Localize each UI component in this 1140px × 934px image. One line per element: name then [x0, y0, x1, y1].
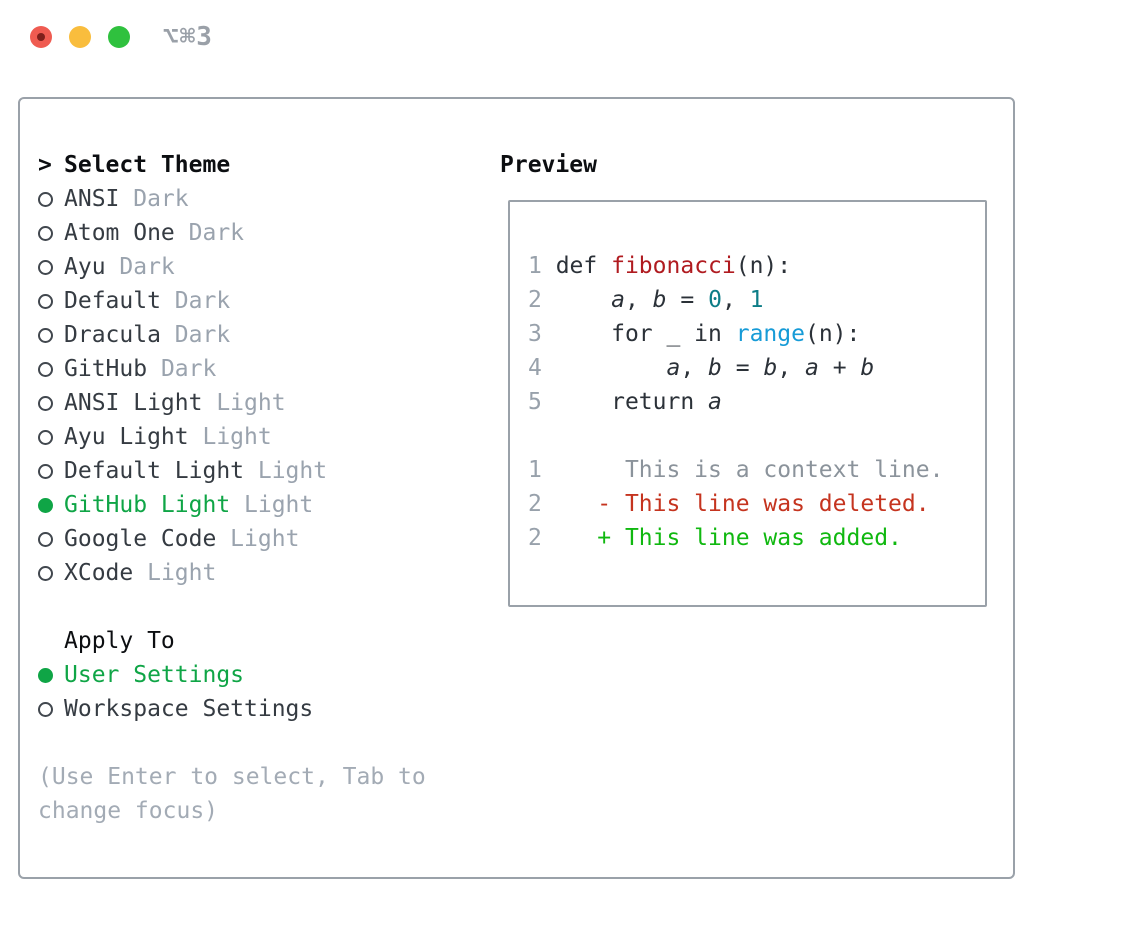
radio-selected-icon	[38, 667, 53, 683]
radio-unselected-icon	[38, 429, 53, 445]
option-label: GitHub Light Light	[64, 492, 314, 518]
theme-option-ayu-light[interactable]: Ayu Light Light	[38, 420, 450, 454]
apply-option-workspace-settings[interactable]: Workspace Settings	[38, 692, 450, 726]
theme-option-ansi[interactable]: ANSI Dark	[38, 182, 450, 216]
option-label: ANSI Dark	[64, 186, 189, 212]
radio-unselected-icon	[38, 395, 53, 411]
radio-unselected-icon	[38, 701, 53, 717]
code-line: 1 def fibonacci(n):	[528, 253, 792, 279]
code-line: 2 - This line was deleted.	[528, 491, 930, 517]
close-button-dot	[37, 33, 45, 41]
apply-option-user-settings[interactable]: User Settings	[38, 658, 450, 692]
spacer	[38, 726, 450, 760]
option-label: Workspace Settings	[64, 696, 314, 722]
line-number: 5	[528, 389, 542, 415]
radio-unselected-icon	[38, 191, 53, 207]
theme-option-ayu[interactable]: Ayu Dark	[38, 250, 450, 284]
option-label: Ayu Dark	[64, 254, 175, 280]
preview-title: Preview	[500, 152, 597, 178]
radio-selected-icon	[38, 497, 53, 513]
option-label: GitHub Dark	[64, 356, 217, 382]
radio-unselected-icon	[38, 327, 53, 343]
prompt-icon: >	[38, 152, 52, 178]
code-line: 4 a, b = b, a + b	[528, 355, 875, 381]
radio-unselected-icon	[38, 293, 53, 309]
line-number: 4	[528, 355, 542, 381]
theme-option-dracula[interactable]: Dracula Dark	[38, 318, 450, 352]
radio-unselected-icon	[38, 531, 53, 547]
theme-option-default[interactable]: Default Dark	[38, 284, 450, 318]
preview-pane: 1 def fibonacci(n): 2 a, b = 0, 1 3 for _ …	[508, 200, 987, 607]
select-theme-header-row: > Select Theme	[38, 148, 450, 182]
line-number: 3	[528, 321, 542, 347]
option-label: ANSI Light Light	[64, 390, 286, 416]
code-line: 1 This is a context line.	[528, 457, 944, 483]
apply-to-header: Apply To	[64, 628, 175, 654]
code-line: 2 + This line was added.	[528, 525, 902, 551]
line-number: 1	[528, 253, 542, 279]
code-line	[528, 419, 943, 453]
option-label: XCode Light	[64, 560, 217, 586]
option-label: User Settings	[64, 662, 245, 688]
apply-to-header-row: Apply To	[38, 624, 450, 658]
window-title: ⌥⌘3	[163, 22, 213, 52]
keyboard-hint-text: (Use Enter to select, Tab to change focu…	[38, 764, 440, 824]
option-label: Atom One Dark	[64, 220, 245, 246]
theme-option-xcode[interactable]: XCode Light	[38, 556, 450, 590]
line-number: 2	[528, 287, 542, 313]
select-theme-header: Select Theme	[64, 152, 231, 178]
radio-unselected-icon	[38, 225, 53, 241]
minimize-button[interactable]	[69, 26, 91, 48]
theme-option-default-light[interactable]: Default Light Light	[38, 454, 450, 488]
option-label: Ayu Light Light	[64, 424, 272, 450]
theme-option-github-light[interactable]: GitHub Light Light	[38, 488, 450, 522]
line-number: 2	[528, 525, 542, 551]
preview-code: 1 def fibonacci(n): 2 a, b = 0, 1 3 for _ …	[528, 249, 943, 555]
spacer	[38, 590, 450, 624]
code-line: 2 a, b = 0, 1	[528, 287, 764, 313]
option-label: Dracula Dark	[64, 322, 231, 348]
option-label: Default Dark	[64, 288, 231, 314]
line-number: 2	[528, 491, 542, 517]
radio-unselected-icon	[38, 565, 53, 581]
radio-unselected-icon	[38, 259, 53, 275]
radio-unselected-icon	[38, 361, 53, 377]
line-number: 1	[528, 457, 542, 483]
code-line: 5 return a	[528, 389, 722, 415]
theme-option-github[interactable]: GitHub Dark	[38, 352, 450, 386]
zoom-button[interactable]	[108, 26, 130, 48]
radio-unselected-icon	[38, 463, 53, 479]
window-titlebar: ⌥⌘3	[0, 0, 1140, 74]
code-line: 3 for _ in range(n):	[528, 321, 861, 347]
theme-option-atom-one[interactable]: Atom One Dark	[38, 216, 450, 250]
close-button[interactable]	[30, 26, 52, 48]
option-label: Default Light Light	[64, 458, 328, 484]
theme-option-google-code[interactable]: Google Code Light	[38, 522, 450, 556]
option-label: Google Code Light	[64, 526, 300, 552]
theme-option-ansi-light[interactable]: ANSI Light Light	[38, 386, 450, 420]
